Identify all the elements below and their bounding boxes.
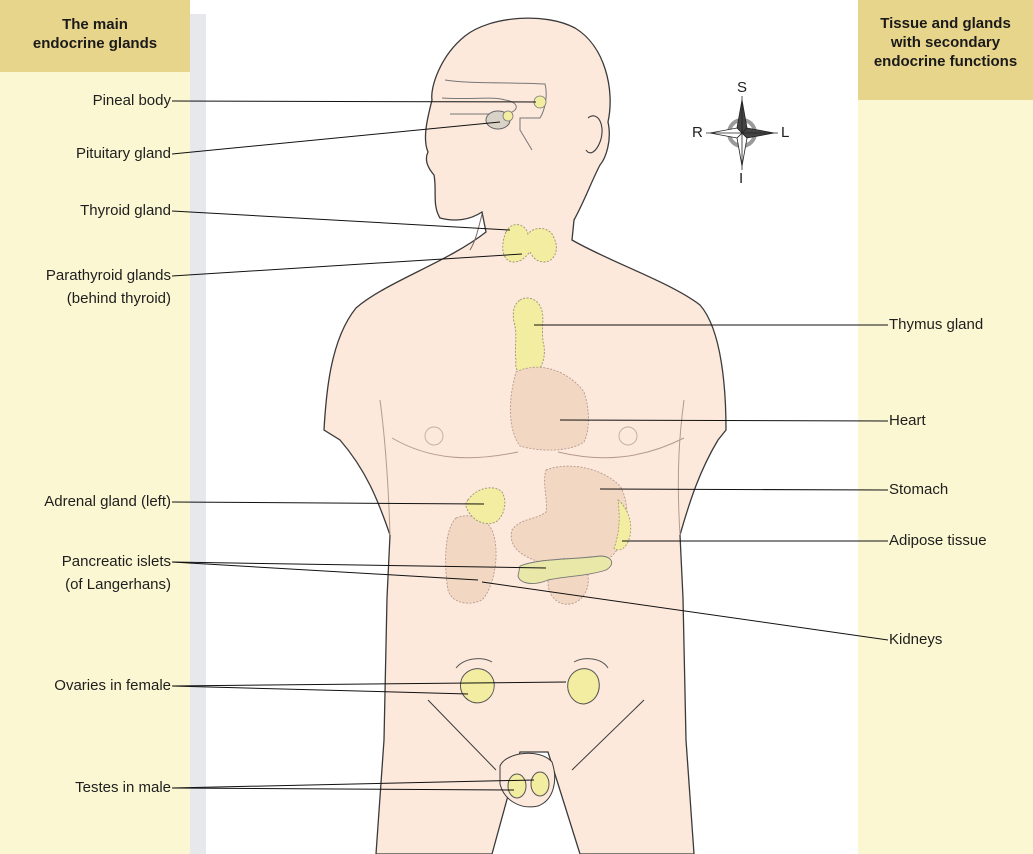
label-kidneys: Kidneys	[889, 630, 942, 650]
label-pituitary-gland: Pituitary gland	[76, 144, 171, 164]
testis-left-shape	[508, 774, 526, 798]
kidney-left-shape	[446, 516, 496, 603]
label-parathyroid-glands: Parathyroid glands	[46, 266, 171, 286]
label-thyroid-gland: Thyroid gland	[80, 201, 171, 221]
compass-rose-icon	[706, 96, 778, 170]
label-pancreatic-note: (of Langerhans)	[65, 575, 171, 595]
label-parathyroid-note: (behind thyroid)	[67, 289, 171, 309]
label-stomach: Stomach	[889, 480, 948, 500]
compass-left-label: L	[781, 125, 789, 141]
label-pancreatic-islets: Pancreatic islets	[62, 552, 171, 572]
thymus-gland-shape	[513, 298, 544, 376]
compass-superior-label: S	[737, 80, 747, 96]
ovary-left-shape	[460, 669, 494, 703]
compass-inferior-label: I	[739, 171, 743, 187]
label-testes: Testes in male	[75, 778, 171, 798]
ovary-right-shape	[568, 669, 600, 704]
label-pineal-body: Pineal body	[93, 91, 171, 111]
label-adipose-tissue: Adipose tissue	[889, 531, 987, 551]
label-adrenal-gland: Adrenal gland (left)	[44, 492, 171, 512]
label-ovaries: Ovaries in female	[54, 676, 171, 696]
label-heart: Heart	[889, 411, 926, 431]
testis-right-shape	[531, 772, 549, 796]
compass-right-label: R	[692, 125, 703, 141]
label-thymus-gland: Thymus gland	[889, 315, 983, 335]
pituitary-gland-inner	[503, 111, 513, 121]
